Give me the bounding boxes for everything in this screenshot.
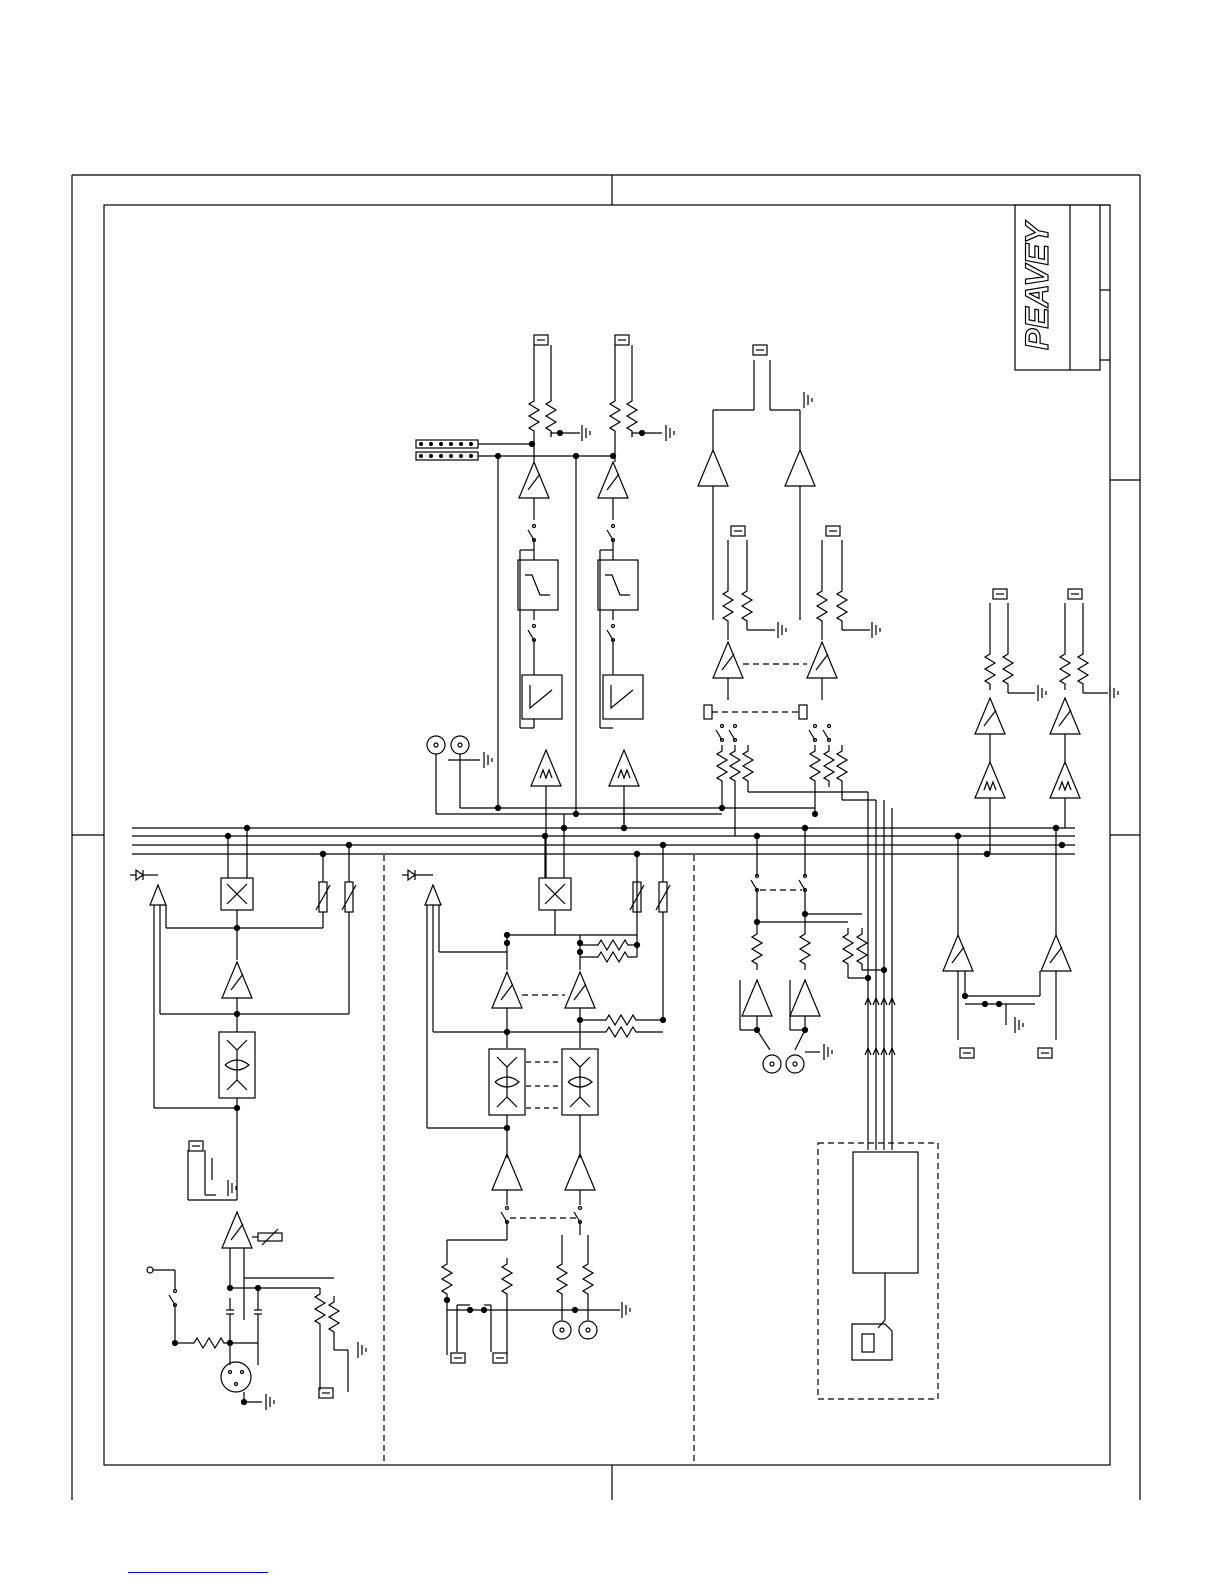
stem-lines [564,808,624,828]
fx-strips [416,335,818,878]
mix-busses [132,828,1075,854]
footer-link-underline[interactable] [128,1572,268,1573]
master-section [698,345,1118,1399]
stereo-channel [402,828,670,1363]
bus-nodes [225,825,1065,857]
brand-logo: PEAVEY [1019,220,1055,350]
mic-channel [130,828,366,1410]
